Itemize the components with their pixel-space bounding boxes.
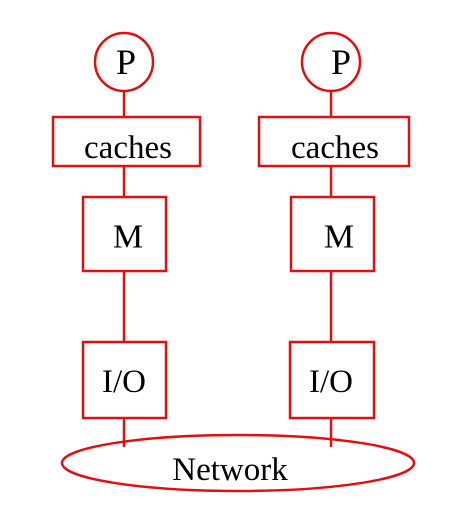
node-2-io-label: I/O — [309, 364, 353, 400]
node-2-processor — [300, 31, 362, 93]
network-ellipse — [60, 433, 416, 493]
network: Network — [60, 433, 416, 493]
node-1-io-label: I/O — [102, 364, 146, 400]
node-2-processor-label: P — [331, 42, 351, 82]
node-2: P caches M I/O — [257, 31, 411, 447]
node-1-memory — [81, 195, 168, 273]
node-2-cache-label: caches — [291, 130, 379, 166]
node-2-memory-label: M — [324, 219, 354, 256]
node-1-processor-label: P — [116, 42, 136, 82]
node-1-cache — [51, 115, 202, 168]
network-label: Network — [172, 452, 288, 488]
node-2-memory — [289, 195, 376, 273]
node-1-io — [81, 340, 168, 420]
node-2-cache — [257, 115, 411, 168]
node-1-cache-label: caches — [84, 130, 172, 166]
node-2-io — [288, 340, 376, 420]
node-1-processor — [93, 31, 155, 93]
node-1-memory-label: M — [113, 219, 143, 256]
node-1: P caches M I/O — [51, 31, 202, 447]
